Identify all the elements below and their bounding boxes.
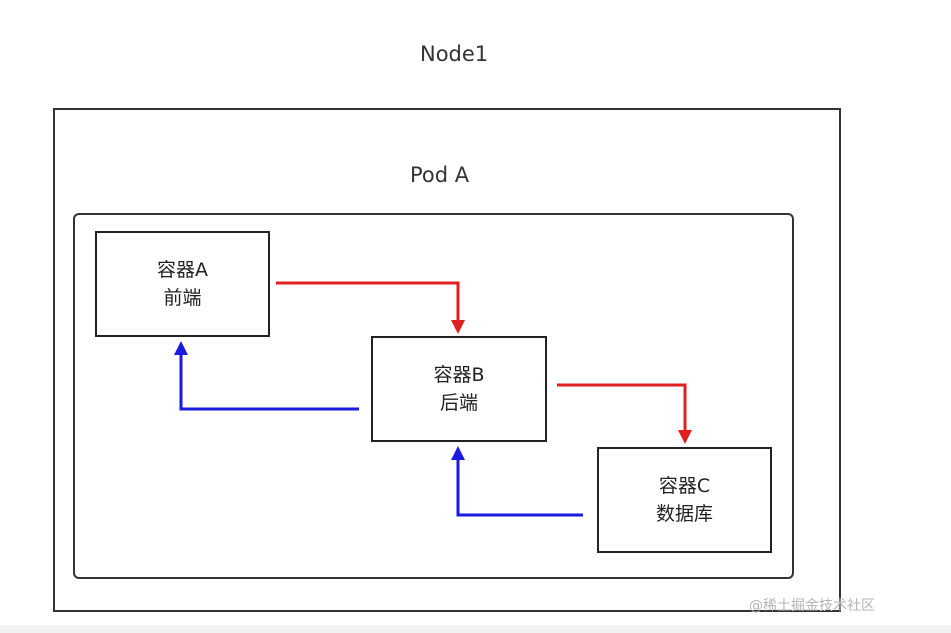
- node-title: Node1: [420, 42, 489, 66]
- pod-box: [73, 213, 794, 579]
- container-c-box: 容器C 数据库: [597, 447, 772, 553]
- bottom-strip: [0, 625, 951, 633]
- pod-title: Pod A: [410, 163, 470, 187]
- container-b-name: 容器B: [433, 364, 485, 386]
- container-a-name: 容器A: [157, 259, 208, 281]
- watermark: @稀土掘金技术社区: [749, 598, 875, 614]
- container-c-role: 数据库: [655, 503, 713, 525]
- container-a-role: 前端: [163, 287, 202, 309]
- container-a-box: 容器A 前端: [95, 231, 270, 337]
- container-b-role: 后端: [439, 392, 478, 414]
- container-b-box: 容器B 后端: [371, 336, 547, 442]
- container-c-name: 容器C: [658, 475, 711, 497]
- node-box: [53, 108, 841, 612]
